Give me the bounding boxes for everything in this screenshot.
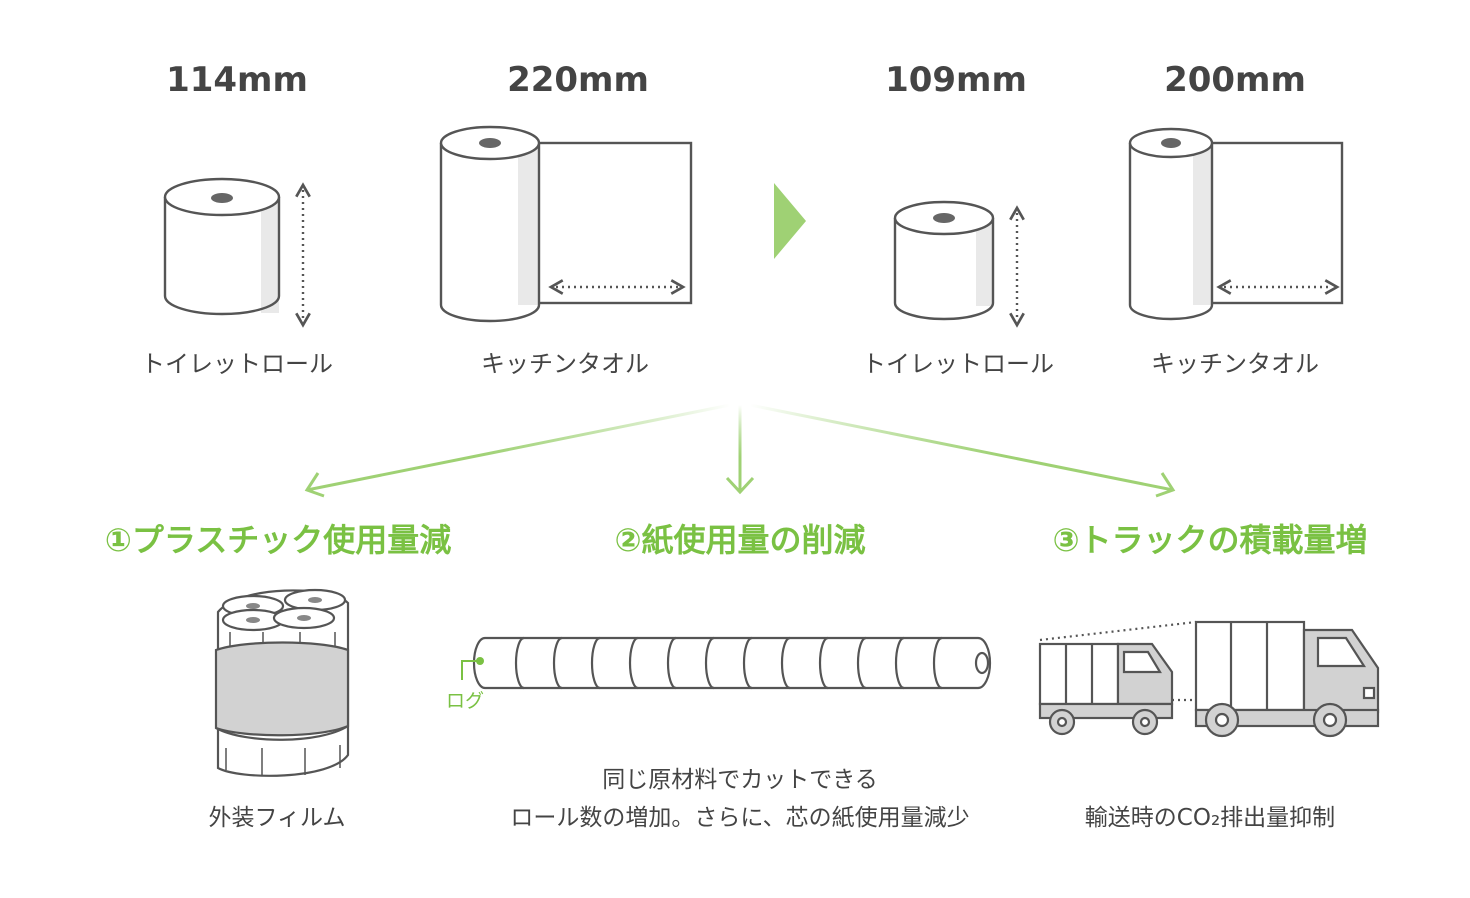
toilet-after-label: トイレットロール [862,350,1054,378]
benefit-caption-paper-line2: ロール数の増加。さらに、芯の紙使用量減少 [510,805,970,831]
log-label: ログ [445,690,484,712]
benefit-title-truck: ③トラックの積載量増 [1052,521,1368,559]
kitchen-before-label: キッチンタオル [481,350,649,378]
benefit-title-paper: ②紙使用量の削減 [614,521,866,559]
toilet-roll-after-icon [893,200,995,321]
small-truck-icon [1038,642,1174,736]
kitchen-towel-after-icon [1128,127,1344,321]
log-pointer-icon [461,657,484,680]
benefit-caption-truck: 輸送時のCO₂排出量抑制 [1084,805,1336,831]
paper-log-icon [472,636,992,690]
kitchen-towel-before-icon [439,125,693,323]
projection-lines-icon [1039,620,1197,702]
play-arrow-icon [774,183,806,259]
benefit-caption-paper-line1: 同じ原材料でカットできる [602,767,878,793]
kitchen-after-label: キッチンタオル [1151,350,1319,378]
wrapped-package-icon [214,588,350,777]
benefit-title-plastic: ①プラスチック使用量減 [104,521,452,559]
toilet-before-label: トイレットロール [141,350,333,378]
branch-arrows-icon [304,403,1176,498]
kitchen-before-size: 220mm [507,60,649,100]
kitchen-after-size: 200mm [1164,60,1306,100]
toilet-before-size: 114mm [166,60,308,100]
toilet-roll-before-icon [163,177,281,316]
toilet-after-size: 109mm [885,60,1027,100]
large-truck-icon [1194,620,1380,738]
benefit-caption-plastic: 外装フィルム [208,805,346,831]
